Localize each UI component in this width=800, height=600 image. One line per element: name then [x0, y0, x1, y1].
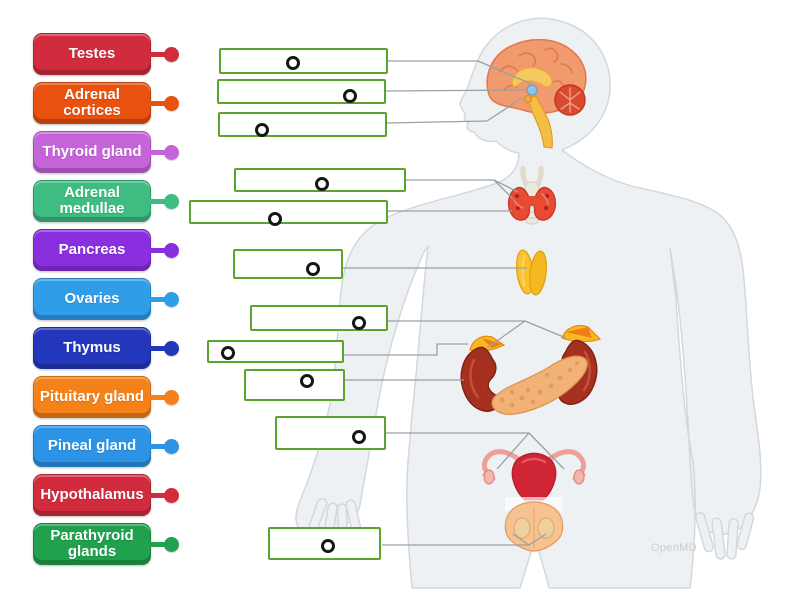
- label-connector-dot: [164, 537, 179, 552]
- label-chip-pineal-gland[interactable]: Pineal gland: [33, 425, 179, 467]
- thymus-illustration: [515, 249, 548, 296]
- label-chip-pancreas[interactable]: Pancreas: [33, 229, 179, 271]
- answer-target-circle[interactable]: [255, 123, 269, 137]
- answer-slot[interactable]: [234, 168, 406, 192]
- label-chip-text: Ovaries: [64, 290, 120, 307]
- thyroid-illustration: [507, 165, 557, 225]
- answer-slot[interactable]: [250, 305, 388, 331]
- answer-slot[interactable]: [275, 416, 386, 450]
- label-connector-dot: [164, 47, 179, 62]
- answer-target-circle[interactable]: [315, 177, 329, 191]
- answer-slot[interactable]: [244, 369, 345, 401]
- label-chip-thymus[interactable]: Thymus: [33, 327, 179, 369]
- label-chip-adrenal-medullae[interactable]: Adrenal medullae: [33, 180, 179, 222]
- label-connector-stub: [148, 297, 166, 302]
- brain-illustration: [486, 38, 587, 149]
- label-chip-text: Parathyroid glands: [50, 527, 134, 560]
- answer-slot[interactable]: [189, 200, 388, 226]
- parathyroid-spots: [515, 194, 549, 210]
- label-connector-dot: [164, 194, 179, 209]
- answer-target-circle[interactable]: [268, 212, 282, 226]
- answer-target-circle[interactable]: [286, 56, 300, 70]
- connector-lines: [343, 60, 567, 546]
- label-chip-testes[interactable]: Testes: [33, 33, 179, 75]
- label-chip-text: Pancreas: [58, 241, 126, 258]
- label-connector-dot: [164, 292, 179, 307]
- label-connector-stub: [148, 150, 166, 155]
- pituitary-spot: [524, 95, 532, 103]
- left-ovary: [483, 469, 495, 485]
- label-connector-stub: [148, 101, 166, 106]
- label-chip-ovaries[interactable]: Ovaries: [33, 278, 179, 320]
- label-chip-text: Hypothalamus: [40, 486, 144, 503]
- kidneys-adrenals-illustration: [460, 324, 602, 415]
- label-connector-stub: [148, 493, 166, 498]
- answer-target-circle[interactable]: [321, 539, 335, 553]
- label-connector-stub: [148, 542, 166, 547]
- answer-slot[interactable]: [207, 340, 344, 363]
- label-chip-thyroid-gland[interactable]: Thyroid gland: [33, 131, 179, 173]
- label-connector-dot: [164, 390, 179, 405]
- label-chip-text: Testes: [68, 45, 116, 62]
- answer-slot[interactable]: [268, 527, 381, 560]
- label-connector-stub: [148, 248, 166, 253]
- label-connector-dot: [164, 243, 179, 258]
- right-ovary: [573, 469, 585, 485]
- label-chip-hypothalamus[interactable]: Hypothalamus: [33, 474, 179, 516]
- answer-slot[interactable]: [233, 249, 343, 279]
- answer-target-circle[interactable]: [221, 346, 235, 360]
- watermark: OpenMD: [651, 542, 697, 554]
- label-chip-text: Adrenal cortices: [63, 86, 121, 119]
- answer-target-circle[interactable]: [352, 430, 366, 444]
- answer-target-circle[interactable]: [300, 374, 314, 388]
- label-connector-stub: [148, 444, 166, 449]
- label-chip-adrenal-cortices[interactable]: Adrenal cortices: [33, 82, 179, 124]
- label-chip-text: Pineal gland: [47, 437, 137, 454]
- reproductive-illustration: [482, 449, 586, 552]
- label-chip-text: Pituitary gland: [39, 388, 145, 405]
- answer-target-circle[interactable]: [343, 89, 357, 103]
- label-connector-stub: [148, 346, 166, 351]
- label-connector-stub: [148, 199, 166, 204]
- answer-target-circle[interactable]: [352, 316, 366, 330]
- answer-slot[interactable]: [218, 112, 387, 137]
- answer-target-circle[interactable]: [306, 262, 320, 276]
- left-kidney: [460, 346, 500, 412]
- right-hand-fingers: [694, 511, 755, 560]
- label-chip-text: Thymus: [63, 339, 121, 356]
- label-connector-dot: [164, 96, 179, 111]
- label-connector-dot: [164, 439, 179, 454]
- label-connector-dot: [164, 341, 179, 356]
- label-chip-pituitary-gland[interactable]: Pituitary gland: [33, 376, 179, 418]
- label-chip-text: Thyroid gland: [42, 143, 142, 160]
- label-connector-dot: [164, 488, 179, 503]
- label-connector-dot: [164, 145, 179, 160]
- label-connector-stub: [148, 395, 166, 400]
- answer-slot[interactable]: [219, 48, 388, 74]
- answer-slot[interactable]: [217, 79, 386, 104]
- label-chip-text: Adrenal medullae: [59, 184, 125, 217]
- label-chip-parathyroid-glands[interactable]: Parathyroid glands: [33, 523, 179, 565]
- pancreas-illustration: [491, 355, 588, 415]
- hypothalamus-spot: [526, 84, 538, 96]
- brainstem: [527, 95, 553, 149]
- label-connector-stub: [148, 52, 166, 57]
